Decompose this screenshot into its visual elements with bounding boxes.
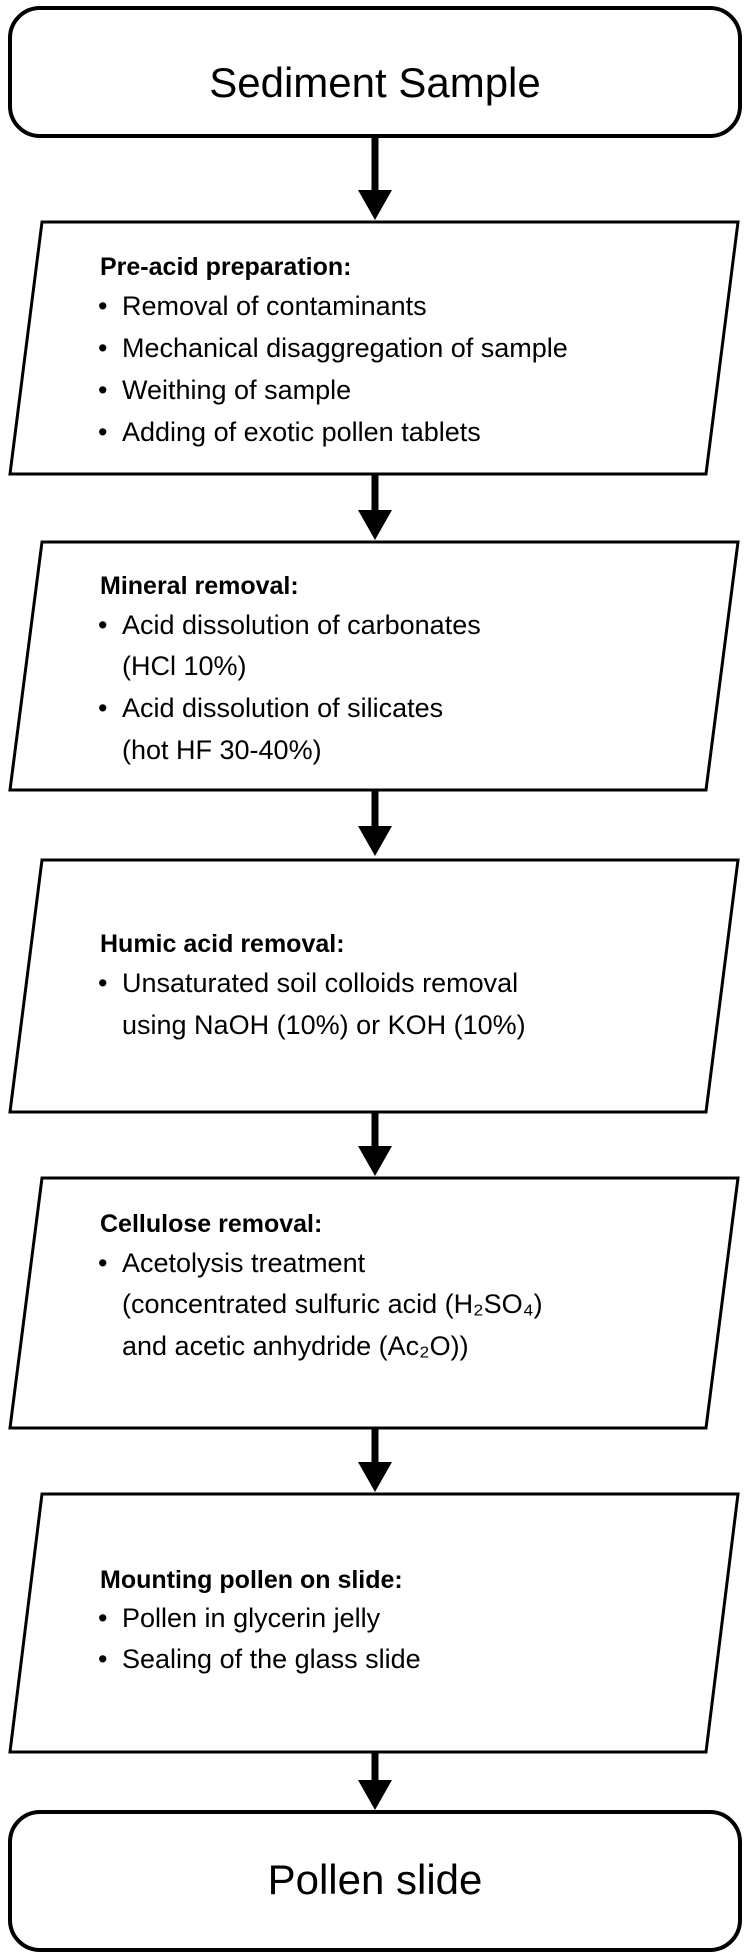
- bullet-glyph: •: [98, 417, 107, 447]
- step-line: (concentrated sulfuric acid (H₂SO₄): [122, 1289, 543, 1319]
- step-line: using NaOH (10%) or KOH (10%): [122, 1010, 526, 1040]
- step-heading: Humic acid removal:: [100, 930, 345, 958]
- step-heading: Pre-acid preparation:: [100, 253, 351, 281]
- end-node: Pollen slide: [8, 1810, 742, 1952]
- bullet-glyph: •: [98, 1603, 107, 1633]
- arrow-humic-to-cellulose-head: [358, 1146, 392, 1176]
- step-line: Acid dissolution of silicates: [122, 693, 443, 723]
- bullet-glyph: •: [98, 333, 107, 363]
- step-line: (hot HF 30-40%): [122, 735, 322, 765]
- step-humic-acid-removal: Humic acid removal: • Unsaturated soil c…: [8, 858, 740, 1114]
- arrow-mineral-to-humic-head: [358, 826, 392, 856]
- step-heading: Mounting pollen on slide:: [100, 1566, 403, 1594]
- step-line: Mechanical disaggregation of sample: [122, 333, 568, 363]
- step-heading: Mineral removal:: [100, 572, 299, 600]
- step-cellulose-removal: Cellulose removal: • Acetolysis treatmen…: [8, 1176, 740, 1430]
- start-node: Sediment Sample: [8, 6, 742, 138]
- arrow-cellulose-to-mounting-head: [358, 1462, 392, 1492]
- step-line: Sealing of the glass slide: [122, 1644, 421, 1674]
- arrow-start-to-pre-acid-head: [358, 190, 392, 220]
- step-mineral-removal: Mineral removal: • Acid dissolution of c…: [8, 540, 740, 792]
- bullet-glyph: •: [98, 610, 107, 640]
- step-heading: Cellulose removal:: [100, 1210, 322, 1238]
- bullet-glyph: •: [98, 1248, 107, 1278]
- step-pre-acid-preparation: Pre-acid preparation: • Removal of conta…: [8, 220, 740, 476]
- step-line: Weithing of sample: [122, 375, 351, 405]
- step-line: Adding of exotic pollen tablets: [122, 417, 481, 447]
- bullet-glyph: •: [98, 693, 107, 723]
- step-line: Removal of contaminants: [122, 291, 427, 321]
- bullet-glyph: •: [98, 1644, 107, 1674]
- step-line: Pollen in glycerin jelly: [122, 1603, 381, 1633]
- step-line: (HCl 10%): [122, 651, 247, 681]
- step-cellulose-removal-box: [8, 1176, 740, 1430]
- bullet-glyph: •: [98, 291, 107, 321]
- start-node-label: Sediment Sample: [209, 59, 541, 106]
- step-mineral-removal-box: [8, 540, 740, 792]
- arrow-pre-acid-to-mineral-head: [358, 510, 392, 540]
- bullet-glyph: •: [98, 375, 107, 405]
- bullet-glyph: •: [98, 968, 107, 998]
- step-line: Acid dissolution of carbonates: [122, 610, 481, 640]
- step-line: and acetic anhydride (Ac₂O)): [122, 1331, 469, 1361]
- step-line: Acetolysis treatment: [122, 1248, 366, 1278]
- arrow-mounting-to-end-head: [358, 1780, 392, 1810]
- arrows: [358, 136, 392, 1810]
- step-mounting-pollen: Mounting pollen on slide: • Pollen in gl…: [8, 1492, 740, 1754]
- step-humic-acid-removal-box: [8, 858, 740, 1114]
- end-node-label: Pollen slide: [268, 1856, 483, 1903]
- step-line: Unsaturated soil colloids removal: [122, 968, 518, 998]
- end-node-box: [8, 1810, 742, 1952]
- step-mounting-pollen-box: [8, 1492, 740, 1754]
- step-pre-acid-preparation-box: [8, 220, 740, 476]
